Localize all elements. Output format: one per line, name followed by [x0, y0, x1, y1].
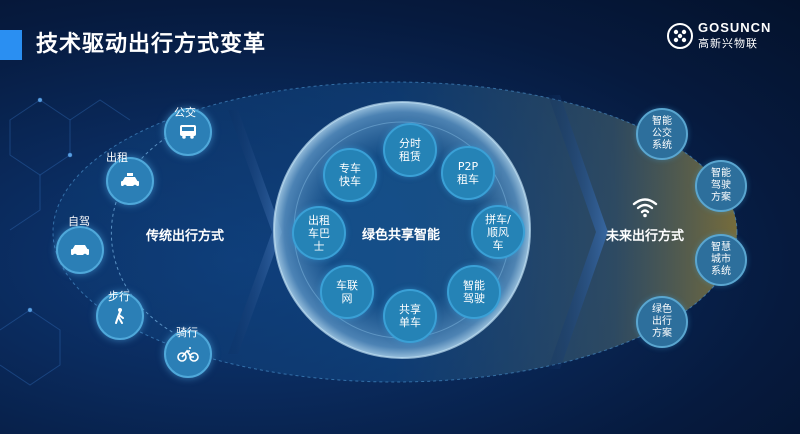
title-accent-bar: [0, 30, 22, 60]
company-logo: GOSUNCN 高新兴物联: [666, 20, 786, 50]
label-drive: 自驾: [68, 215, 90, 228]
label-traditional: 传统出行方式: [146, 229, 225, 244]
arrow-left-to-center: [228, 110, 282, 354]
node-green-travel-plan: 绿色出行方案: [636, 296, 688, 348]
node-drive: [56, 226, 104, 274]
bus-icon: [180, 125, 196, 139]
left-dashed-arc: [110, 125, 189, 341]
taxi-icon: [121, 173, 139, 189]
hex-network-decoration: [0, 97, 131, 386]
label-bike: 骑行: [176, 326, 198, 339]
label-walk: 步行: [108, 290, 130, 303]
node-time-share-rental: 分时租赁: [383, 123, 437, 177]
label-taxi: 出租: [106, 151, 128, 164]
node-ride-hailing: 专车快车: [323, 148, 377, 202]
label-future: 未来出行方式: [606, 229, 685, 244]
car-icon: [71, 245, 89, 258]
node-walk: [96, 292, 144, 340]
node-shared-bike: 共享单车: [383, 289, 437, 343]
wifi-icon: [632, 198, 658, 218]
node-bus: [164, 108, 212, 156]
node-taxi-bus: 出租车巴士: [292, 206, 346, 260]
node-smart-bus-system: 智能公交系统: [636, 108, 688, 160]
node-bike: [164, 330, 212, 378]
node-smart-city-system: 智慧城市系统: [695, 234, 747, 286]
label-bus: 公交: [174, 106, 196, 119]
page-title: 技术驱动出行方式变革: [36, 32, 267, 57]
logo-text-en: GOSUNCN: [698, 20, 772, 35]
node-connected-car: 车联网: [320, 265, 374, 319]
node-carpool: 拼车/顺风车: [471, 205, 525, 259]
node-smart-driving: 智能驾驶: [447, 265, 501, 319]
arrow-center-to-right: [548, 95, 608, 369]
label-green-shared-smart: 绿色共享智能: [362, 228, 441, 243]
bike-icon: [177, 347, 199, 362]
logo-text-cn: 高新兴物联: [698, 37, 758, 50]
node-smart-driving-plan: 智能驾驶方案: [695, 160, 747, 212]
walk-icon: [115, 308, 124, 324]
gosuncn-logo-icon: [667, 23, 693, 49]
node-taxi: [106, 157, 154, 205]
